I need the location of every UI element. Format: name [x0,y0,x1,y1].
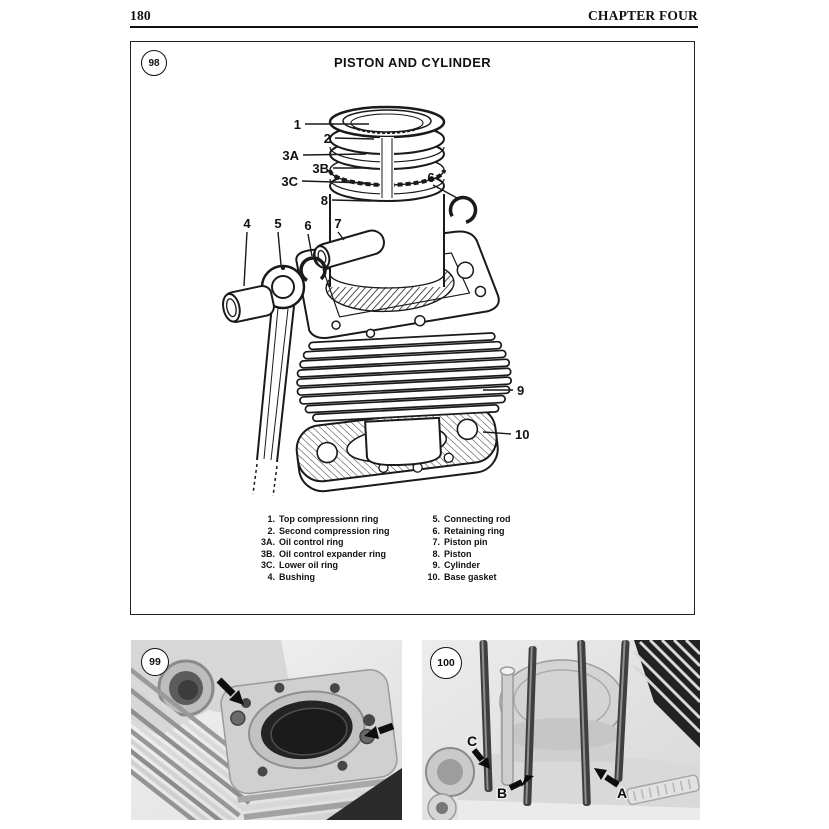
callout-2: 2 [324,131,331,146]
piston-dome [499,659,625,762]
figure-100-number: 100 [437,657,455,669]
callout-6-right: 6 [427,170,434,185]
figure-100-badge: 100 [430,647,462,679]
legend-column-left: 1.Top compressionn ring 2.Second compres… [243,514,413,584]
legend-item: 3C.Lower oil ring [260,560,339,571]
legend-item: 7.Piston pin [432,537,488,548]
pointer-arrows [216,677,395,739]
oil-tube [499,666,516,786]
callout-7: 7 [334,216,341,231]
chapter-title: CHAPTER FOUR [587,8,698,23]
callout-3b: 3B [312,161,329,176]
page-number: 180 [130,8,151,23]
engine-nameplate [626,774,700,806]
piston-rings [328,105,446,202]
legend-item: 1.Top compressionn ring [267,514,379,524]
callout-3c: 3C [281,174,298,189]
callout-leaders [243,123,513,435]
callout-8: 8 [321,193,328,208]
label-b: B [497,785,507,801]
callout-10: 10 [515,427,529,442]
dowel-left [230,710,246,726]
figure-99-badge: 99 [141,648,169,676]
right-cylinder-fins [632,640,700,748]
base-gasket [295,405,499,493]
figure-98-title: PISTON AND CYLINDER [333,55,492,70]
left-cylinder-fins [131,665,271,820]
legend-item: 6.Retaining ring [432,525,505,536]
figure-99-photo: 99 [131,640,402,820]
retaining-ring-right [448,195,478,225]
label-a: A [617,785,627,801]
figure-98-badge: 98 [141,50,167,76]
legend-item: 2.Second compression ring [267,525,390,536]
legend-item: 3A.Oil control ring [260,537,344,548]
legend-item: 3B.Oil control expander ring [260,548,387,559]
retaining-ring-left [299,256,327,284]
stud-holes [241,682,376,777]
callout-5: 5 [274,216,281,231]
deck-bolt-holes [331,246,487,339]
piston-on-crankcase-photo: C B A [422,640,700,820]
bushing [222,285,275,323]
shadow-area [326,768,402,820]
callout-4: 4 [243,216,251,231]
callout-1: 1 [294,117,301,132]
legend-column-right: 5.Connecting rod 6.Retaining ring 7.Pist… [408,514,578,584]
callout-3a: 3A [282,148,299,163]
page-header: 180 CHAPTER FOUR [130,5,698,28]
pointer-arrows [471,748,620,791]
callout-6-left: 6 [304,218,311,233]
figure-98-number: 98 [148,57,160,69]
label-c: C [467,733,477,749]
piston-cylinder-diagram: 1 2 3A 3B 3C 8 6 4 5 6 7 9 10 [222,105,529,497]
legend-item: 10.Base gasket [427,571,497,582]
figure-98-frame: 98 PISTON AND CYLINDER [130,41,695,615]
legend-item: 4.Bushing [267,571,315,582]
cylinder-fins [296,332,513,423]
legend-item: 8.Piston [432,548,472,559]
legend-item: 9.Cylinder [432,560,481,571]
figure-100-photo: 100 [422,640,700,820]
figure-99-number: 99 [149,656,161,668]
legend-item: 5.Connecting rod [432,514,511,524]
cylinder-top-photo [131,640,402,820]
callout-labels: 1 2 3A 3B 3C 8 6 4 5 6 7 9 10 [243,117,529,442]
callout-9: 9 [517,383,524,398]
cylinder-studs [479,640,630,806]
case-bosses [425,747,475,820]
